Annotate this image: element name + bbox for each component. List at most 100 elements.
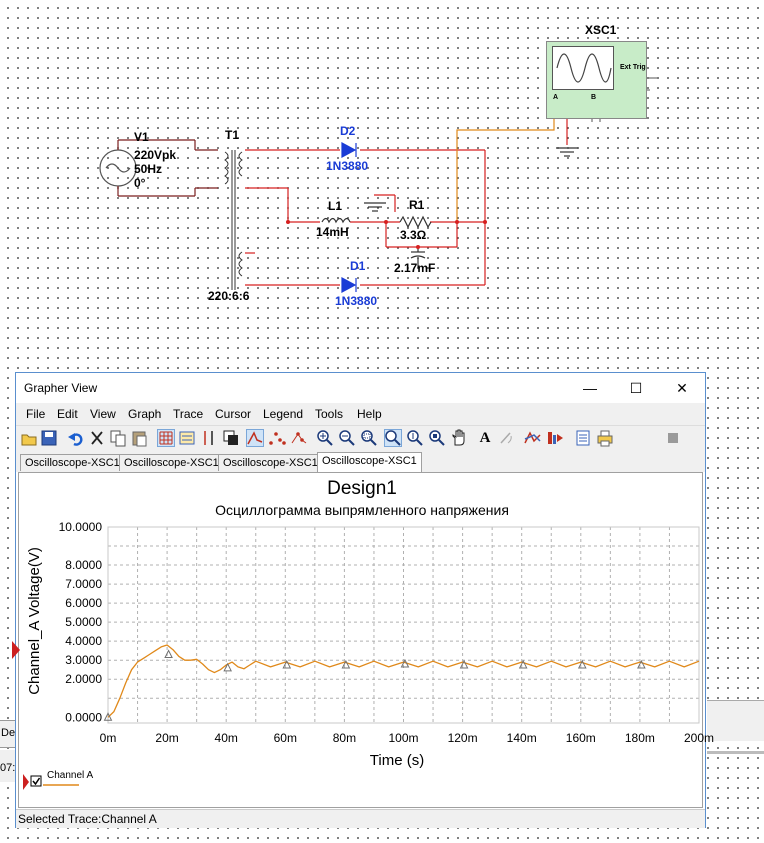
y-tick-label: 0.0000 xyxy=(65,710,102,724)
checkmark-icon xyxy=(32,777,41,786)
diode-top-model: 1N3880 xyxy=(326,159,369,173)
maximize-button[interactable]: ☐ xyxy=(629,380,643,396)
pan-icon[interactable] xyxy=(450,429,468,447)
menu-graph[interactable]: Graph xyxy=(128,407,162,421)
series-line-channel-a[interactable] xyxy=(107,644,700,718)
print-preview-icon[interactable] xyxy=(574,429,592,447)
data-marker xyxy=(103,712,113,721)
y-tick-label: 8.0000 xyxy=(65,558,102,572)
zoom-in-icon[interactable] xyxy=(316,429,334,447)
menu-view[interactable]: View xyxy=(90,407,116,421)
toolbar: A xyxy=(16,425,705,453)
legend-label: Channel A xyxy=(47,770,93,781)
rotate-text-icon[interactable] xyxy=(498,429,516,447)
print-icon[interactable] xyxy=(596,429,614,447)
x-tick-label: 20m xyxy=(155,731,178,745)
cut-icon[interactable] xyxy=(88,429,106,447)
stop-icon[interactable] xyxy=(664,429,682,447)
legend-pointer-icon xyxy=(23,774,29,790)
scope-channel-b-label: B xyxy=(591,94,597,101)
data-marker xyxy=(518,659,528,669)
save-icon[interactable] xyxy=(40,429,58,447)
status-bar: Selected Trace:Channel A xyxy=(16,809,705,828)
source-phase: 0° xyxy=(134,176,146,190)
tab-oscilloscope-3[interactable]: Oscilloscope-XSC1 xyxy=(218,454,323,471)
grid-icon[interactable] xyxy=(157,429,175,447)
capacitor-value: 2.17mF xyxy=(394,261,436,275)
source-frequency: 50Hz xyxy=(134,162,163,176)
tab-oscilloscope-1[interactable]: Oscilloscope-XSC1 xyxy=(20,454,125,471)
x-tick-label: 100m xyxy=(388,731,418,745)
menu-legend[interactable]: Legend xyxy=(263,407,304,421)
x-tick-label: 140m xyxy=(507,731,537,745)
menu-edit[interactable]: Edit xyxy=(57,407,78,421)
minimize-button[interactable]: — xyxy=(583,380,597,396)
oscilloscope-symbol[interactable]: Ext Trig A B xyxy=(546,41,647,119)
y-tick-label: 7.0000 xyxy=(65,577,102,591)
background-window-right xyxy=(707,700,764,741)
scope-ref: XSC1 xyxy=(585,23,617,37)
zoom-out-icon[interactable] xyxy=(338,429,356,447)
diode-top-ref: D2 xyxy=(340,124,356,138)
data-marker xyxy=(341,659,351,669)
zoom-full-icon[interactable] xyxy=(428,429,446,447)
inductor-ref: L1 xyxy=(328,199,343,213)
menu-tools[interactable]: Tools xyxy=(315,407,344,421)
cursors-icon[interactable] xyxy=(200,429,218,447)
chart-svg[interactable]: Design1 Осциллограмма выпрямленного напр… xyxy=(19,473,714,807)
zoom-area-icon[interactable] xyxy=(360,429,378,447)
x-tick-label: 60m xyxy=(274,731,297,745)
source-ref: V1 xyxy=(134,130,149,144)
y-tick-label: 3.0000 xyxy=(65,653,102,667)
overlay-icon[interactable] xyxy=(222,429,240,447)
x-tick-label: 40m xyxy=(215,731,238,745)
menu-file[interactable]: File xyxy=(26,407,46,421)
undo-icon[interactable] xyxy=(67,429,85,447)
x-tick-label: 80m xyxy=(333,731,356,745)
tab-oscilloscope-4-active[interactable]: Oscilloscope-XSC1 xyxy=(317,452,422,472)
zoom-x-icon[interactable] xyxy=(384,429,402,447)
points-trace-icon[interactable] xyxy=(268,429,286,447)
text-icon[interactable]: A xyxy=(479,430,491,446)
scope-screen-icon xyxy=(552,46,614,90)
zoom-y-icon[interactable] xyxy=(406,429,424,447)
menu-trace[interactable]: Trace xyxy=(173,407,204,421)
export-icon[interactable] xyxy=(546,429,564,447)
x-tick-label: 160m xyxy=(566,731,596,745)
trace-pointer-icon xyxy=(12,641,20,659)
y-tick-label: 2.0000 xyxy=(65,672,102,686)
data-marker xyxy=(577,659,587,669)
resistor-value: 3.3Ω xyxy=(400,228,427,242)
open-icon[interactable] xyxy=(20,429,38,447)
line-points-icon[interactable] xyxy=(290,429,308,447)
grapher-window[interactable]: Grapher View — ☐ ✕ File Edit View Graph … xyxy=(15,372,714,828)
copy-icon[interactable] xyxy=(109,429,127,447)
tab-oscilloscope-2[interactable]: Oscilloscope-XSC1 xyxy=(119,454,224,471)
source-amplitude: 220Vpk xyxy=(134,148,177,162)
paste-icon[interactable] xyxy=(130,429,148,447)
diode-bottom-ref: D1 xyxy=(350,259,366,273)
data-marker xyxy=(282,659,292,669)
menu-cursor[interactable]: Cursor xyxy=(215,407,252,421)
diode-bottom-model: 1N3880 xyxy=(335,294,378,308)
transformer-ref: T1 xyxy=(225,128,240,142)
marker-layer xyxy=(103,649,646,721)
legend-icon[interactable] xyxy=(178,429,196,447)
data-marker xyxy=(223,662,232,672)
line-trace-icon[interactable] xyxy=(246,429,264,447)
trace-props-icon[interactable] xyxy=(524,429,542,447)
close-button[interactable]: ✕ xyxy=(676,380,688,396)
data-marker xyxy=(637,659,646,669)
legend-checkbox[interactable] xyxy=(30,775,42,787)
scope-channel-a-label: A xyxy=(553,94,559,101)
menu-help[interactable]: Help xyxy=(357,407,382,421)
y-tick-label: 4.0000 xyxy=(65,634,102,648)
grid-lines xyxy=(107,526,700,723)
series-layer xyxy=(107,644,700,718)
title-bar[interactable]: Grapher View — ☐ ✕ xyxy=(16,373,705,403)
chart-subtitle: Осциллограмма выпрямленного напряжения xyxy=(215,502,509,518)
plot-area[interactable]: Design1 Осциллограмма выпрямленного напр… xyxy=(18,472,714,808)
tab-bar: Oscilloscope-XSC1 Oscilloscope-XSC1 Osci… xyxy=(16,452,705,472)
data-marker xyxy=(400,658,410,668)
